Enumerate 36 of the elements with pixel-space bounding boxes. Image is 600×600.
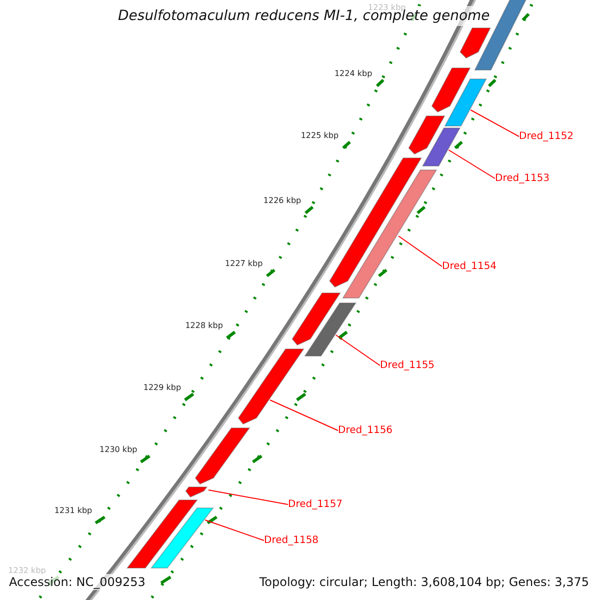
leader-line — [204, 520, 264, 541]
gene-label: Dred_1157 — [288, 499, 343, 510]
gene-block — [408, 116, 446, 155]
gene-block — [304, 302, 357, 356]
leader-line — [270, 400, 338, 431]
gene-block — [126, 500, 198, 568]
gene-block — [431, 68, 471, 113]
leader-line — [448, 150, 496, 179]
scale-label: 1225 kbp — [300, 131, 339, 140]
scale-label: 1226 kbp — [263, 196, 302, 205]
gene-label: Dred_1158 — [264, 535, 319, 546]
scale-label: 1231 kbp — [54, 506, 92, 515]
scale-label: 1229 kbp — [143, 383, 182, 392]
gene-label: Dred_1153 — [495, 173, 550, 184]
leader-line — [208, 490, 288, 505]
gene-block — [329, 158, 422, 288]
gene-block — [185, 486, 208, 498]
gene-block — [422, 128, 461, 166]
scale-label: 1227 kbp — [225, 259, 263, 268]
gene-label: Dred_1156 — [338, 425, 393, 436]
gene-block — [150, 508, 214, 568]
scale-label: 1224 kbp — [334, 69, 372, 78]
gene-block — [194, 428, 250, 485]
gene-block — [342, 170, 438, 298]
scale-label: 1230 kbp — [100, 445, 138, 454]
leader-line — [398, 236, 442, 267]
leader-line — [335, 334, 380, 366]
scale-label: 1228 kbp — [185, 321, 223, 330]
gene-label: Dred_1155 — [380, 360, 435, 371]
scale-label: 1232 kbp — [8, 566, 46, 575]
gene-block — [238, 348, 305, 425]
gene-label: Dred_1154 — [442, 261, 497, 272]
gene-block — [292, 292, 342, 346]
gene-label: Dred_1152 — [519, 131, 574, 142]
leader-line — [470, 110, 520, 137]
gene-block — [444, 78, 488, 126]
